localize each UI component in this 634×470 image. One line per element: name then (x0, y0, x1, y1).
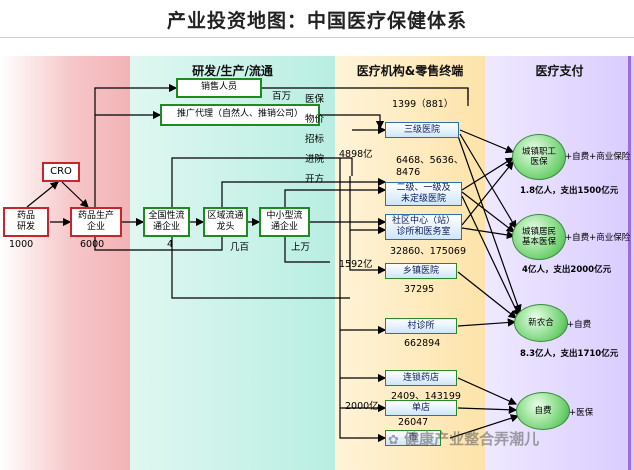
line-retail-vertical (339, 330, 387, 443)
line-national-top (171, 157, 353, 207)
line-single-self (457, 405, 518, 414)
line-tier3-worker (459, 129, 515, 154)
line-cro-maker (61, 181, 89, 208)
line-tier3-ncms (457, 135, 522, 314)
count-sales: 百万 (272, 91, 292, 102)
line-promo-hospital (320, 114, 385, 130)
box-drug-maker: 药品生产 企业 (70, 207, 122, 237)
line-small-low (284, 237, 330, 263)
count-community: 32860、175069 (390, 246, 466, 257)
self-pay-ext: +医保 (569, 408, 594, 418)
box-community: 社区中心（站） 诊所和医务室 (385, 214, 462, 240)
band-header-hospital: 医疗机构&零售终端 (356, 64, 464, 78)
watermark-text: 健康产业整合弄潮儿 (404, 430, 540, 448)
count-township: 37295 (404, 284, 435, 295)
ncms-ext: +自费 (567, 320, 592, 330)
box-promo-agent: 推广代理（自然人、推销公司） (160, 104, 320, 126)
line-market-self (449, 414, 520, 439)
count-small: 上万 (291, 242, 311, 253)
line-rd-cro (26, 181, 59, 208)
line-maker-lower (94, 237, 223, 251)
count-maker: 6000 (80, 239, 105, 250)
band-header-dev: 研发/生产/流通 (192, 64, 273, 78)
title-underline (0, 37, 634, 38)
line-hosp-vertical-a (339, 158, 387, 335)
flow-4898: 4898亿 (339, 149, 373, 160)
line-township-ncms (457, 271, 517, 319)
count-chain: 2409、143199 (391, 391, 461, 402)
ellipse-urban-worker: 城镇职工 医保 (512, 134, 566, 180)
side-label-price: 物价 (305, 114, 325, 125)
line-tier12-ncms (461, 195, 520, 318)
watermark-icon: ✿ (388, 433, 399, 448)
ellipse-ncms: 新农合 (514, 304, 568, 342)
line-national-low (171, 237, 350, 299)
watermark: ✿ 健康产业整合弄潮儿 (388, 428, 539, 449)
box-tier12: 二级、一级及 未定级医院 (385, 182, 462, 206)
line-small-top (284, 185, 387, 207)
line-tier12-resident (461, 191, 515, 233)
box-sales-staff: 销售人员 (176, 78, 262, 98)
count-tier12: 6468、5636、 8476 (396, 155, 464, 178)
count-national: 4 (167, 239, 174, 250)
box-tier3: 三级医院 (385, 122, 459, 138)
urban-resident-stat: 4亿人，支出2000亿元 (522, 265, 612, 275)
box-national-dist: 全国性流 通企业 (143, 207, 190, 237)
line-community-resident (461, 227, 516, 240)
box-single-store: 单店 (385, 400, 457, 416)
box-cro: CRO (42, 162, 80, 182)
ellipse-self-pay: 自费 (516, 392, 570, 430)
line-regional-top (221, 177, 387, 207)
box-chain-pharmacy: 连锁药店 (385, 370, 457, 386)
band-divider-right (628, 56, 631, 470)
page-title: 产业投资地图：中国医疗保健体系 (166, 10, 467, 32)
box-market: 市 (385, 430, 441, 446)
urban-worker-ext: +自费+商业保险 (565, 152, 631, 162)
box-small-dist: 中小型流 通企业 (259, 207, 310, 237)
side-label-insurance: 医保 (305, 94, 325, 105)
line-community-worker (461, 161, 514, 226)
side-label-admission: 进院 (305, 154, 325, 165)
box-regional-dist: 区域流通 龙头 (203, 207, 248, 237)
urban-worker-stat: 1.8亿人，支出1500亿元 (520, 186, 619, 196)
line-chain-self (457, 377, 518, 405)
ncms-stat: 8.3亿人，支出1710亿元 (520, 349, 619, 359)
urban-resident-ext: +自费+商业保险 (565, 233, 631, 243)
line-maker-sales (94, 83, 178, 207)
side-label-tender: 招标 (305, 134, 325, 145)
count-single: 26047 (398, 417, 429, 428)
flow-1592: 1592亿 (339, 259, 373, 270)
count-village: 662894 (404, 338, 441, 349)
count-rd: 1000 (9, 239, 34, 250)
box-village: 村诊所 (385, 318, 457, 334)
band-dev-bg-pink (0, 56, 130, 470)
box-township: 乡镇医院 (385, 263, 457, 279)
flow-2000: 2000亿 (345, 401, 379, 412)
ellipse-urban-resident: 城镇居民 基本医保 (512, 214, 566, 260)
line-hosp-vertical-b (349, 176, 387, 275)
line-village-ncms (457, 318, 517, 327)
box-drug-rd: 药品 研发 (3, 207, 49, 237)
band-header-payment: 医疗支付 (535, 64, 584, 78)
count-tier3-top: 1399（881） (392, 99, 454, 110)
line-tier12-worker (461, 157, 515, 191)
side-label-prescribe: 开方 (305, 174, 325, 185)
line-tier3-resident (459, 133, 517, 230)
count-regional: 几百 (230, 242, 250, 253)
